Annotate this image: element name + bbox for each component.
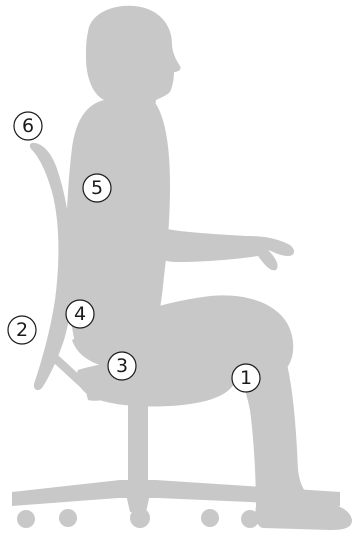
caster-wheel bbox=[17, 510, 35, 528]
callout-4-label: 4 bbox=[74, 303, 86, 325]
callout-4: 4 bbox=[66, 300, 94, 328]
callout-6-label: 6 bbox=[22, 115, 34, 137]
callout-3-label: 3 bbox=[116, 355, 128, 377]
caster-wheel bbox=[201, 509, 219, 527]
callout-1: 1 bbox=[232, 364, 260, 392]
callout-5-label: 5 bbox=[91, 177, 103, 199]
callout-3: 3 bbox=[108, 352, 136, 380]
callout-2-label: 2 bbox=[16, 319, 28, 341]
callout-6: 6 bbox=[14, 112, 42, 140]
caster-wheel bbox=[130, 508, 150, 528]
callout-1-label: 1 bbox=[240, 367, 252, 389]
callout-5: 5 bbox=[83, 174, 111, 202]
callout-2: 2 bbox=[8, 316, 36, 344]
chair-gas-column bbox=[128, 402, 148, 490]
caster-wheel bbox=[59, 509, 77, 527]
seated-person bbox=[66, 6, 352, 530]
